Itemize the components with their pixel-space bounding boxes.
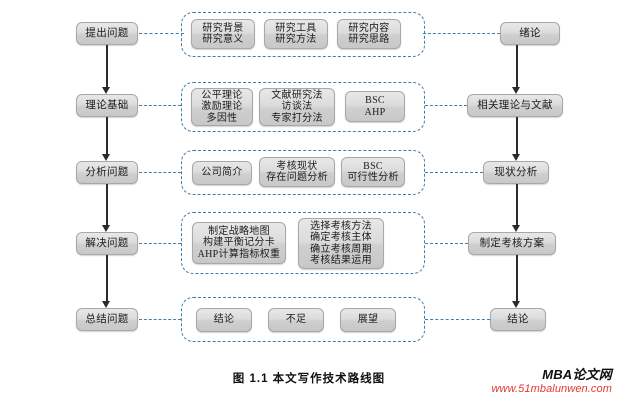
- dash-connector-left-2: [139, 105, 181, 106]
- dash-connector-right-1: [423, 33, 500, 34]
- dash-connector-left-1: [139, 33, 184, 34]
- left-stage-1: 提出问题: [76, 22, 138, 45]
- right-stage-4-label: 制定考核方案: [479, 237, 545, 249]
- group-1-item-3: 研究内容 研究思路: [337, 19, 401, 49]
- group-3-item-1: 公司简介: [192, 161, 252, 185]
- left-stage-2-label: 理论基础: [85, 99, 129, 111]
- group-1-item-1-line-1: 研究背景: [202, 22, 244, 34]
- group-1-item-1-line-2: 研究意义: [202, 34, 244, 45]
- left-stage-3: 分析问题: [76, 161, 138, 184]
- group-5-container: [181, 297, 425, 342]
- right-arrow-shaft-3: [516, 184, 518, 225]
- right-stage-3: 现状分析: [483, 161, 549, 184]
- left-arrow-head-2: [102, 154, 110, 161]
- dash-connector-right-5: [425, 319, 490, 320]
- left-stage-5-label: 总结问题: [85, 313, 129, 325]
- watermark: MBA论文网 www.51mbalunwen.com: [491, 367, 612, 396]
- watermark-title: MBA论文网: [542, 367, 612, 382]
- group-4-item-1-line-2: 构建平衡记分卡: [202, 237, 276, 249]
- group-3-item-3-line-1: BSC: [363, 160, 383, 172]
- group-4-item-2-line-4: 考核结果运用: [310, 254, 372, 266]
- group-1-item-2-line-1: 研究工具: [275, 22, 317, 34]
- group-2-item-1-line-3: 多因性: [206, 112, 238, 124]
- group-4-item-1: 制定战略地图 构建平衡记分卡 AHP计算指标权重: [192, 222, 286, 264]
- dash-connector-left-4: [139, 243, 181, 244]
- right-stage-2: 相关理论与文献: [467, 94, 563, 117]
- dash-connector-left-3: [139, 172, 181, 173]
- group-5-item-3: 展望: [340, 308, 396, 332]
- group-2-item-2-line-3: 专家打分法: [271, 112, 323, 124]
- right-arrow-shaft-1: [516, 45, 518, 87]
- group-4-container: [181, 212, 425, 274]
- group-2-item-3-line-2: AHP: [364, 106, 386, 118]
- group-3-item-2: 考核现状 存在问题分析: [259, 157, 335, 187]
- group-2-item-1-line-2: 激励理论: [201, 101, 243, 113]
- left-stage-2: 理论基础: [76, 94, 138, 117]
- left-stage-4-label: 解决问题: [85, 237, 129, 249]
- group-5-item-1: 结论: [196, 308, 252, 332]
- group-1-item-3-line-2: 研究思路: [348, 34, 390, 45]
- group-3-item-2-line-2: 存在问题分析: [266, 172, 328, 183]
- group-1-item-2: 研究工具 研究方法: [264, 19, 328, 49]
- group-4-item-1-line-3: AHP计算指标权重: [197, 248, 281, 260]
- group-5-item-1-line-1: 结论: [213, 314, 235, 326]
- watermark-url: www.51mbalunwen.com: [491, 382, 612, 395]
- right-arrow-head-3: [512, 225, 520, 232]
- group-2-container: [181, 82, 425, 132]
- group-3-container: [181, 150, 425, 195]
- right-stage-1-label: 绪论: [519, 27, 541, 39]
- left-arrow-head-1: [102, 87, 110, 94]
- group-5-item-2: 不足: [268, 308, 324, 332]
- left-arrow-shaft-3: [106, 184, 108, 225]
- group-1-item-2-line-2: 研究方法: [275, 34, 317, 45]
- group-5-item-2-line-1: 不足: [285, 314, 307, 326]
- right-stage-4: 制定考核方案: [468, 232, 556, 255]
- dash-connector-right-4: [425, 243, 468, 244]
- right-arrow-head-1: [512, 87, 520, 94]
- right-arrow-shaft-2: [516, 117, 518, 154]
- group-4-item-2-line-3: 确立考核周期: [310, 243, 372, 255]
- right-stage-5: 结论: [490, 308, 546, 331]
- left-stage-1-label: 提出问题: [85, 27, 129, 39]
- right-stage-1: 绪论: [500, 22, 560, 45]
- left-arrow-shaft-1: [106, 45, 108, 87]
- group-4-item-2-line-1: 选择考核方法: [310, 221, 372, 233]
- group-4-item-2: 选择考核方法 确定考核主体 确立考核周期 考核结果运用: [298, 218, 384, 269]
- group-2-item-2: 文献研究法 访谈法 专家打分法: [259, 88, 335, 126]
- left-arrow-shaft-4: [106, 255, 108, 301]
- left-stage-5: 总结问题: [76, 308, 138, 331]
- group-4-item-1-line-1: 制定战略地图: [208, 226, 270, 238]
- left-stage-4: 解决问题: [76, 232, 138, 255]
- dash-connector-right-3: [425, 172, 483, 173]
- left-arrow-head-3: [102, 225, 110, 232]
- group-2-item-1-line-1: 公平理论: [201, 90, 243, 102]
- group-2-item-2-line-2: 访谈法: [281, 101, 313, 113]
- left-arrow-shaft-2: [106, 117, 108, 154]
- group-5-item-3-line-1: 展望: [357, 314, 379, 326]
- group-1-container: [181, 12, 425, 57]
- group-3-item-3: BSC 可行性分析: [341, 157, 405, 187]
- right-arrow-head-4: [512, 301, 520, 308]
- dash-connector-right-2: [425, 105, 467, 106]
- group-2-item-3-line-1: BSC: [365, 95, 385, 107]
- left-stage-3-label: 分析问题: [85, 166, 129, 178]
- figure-caption: 图 1.1 本文写作技术路线图: [232, 373, 386, 385]
- left-arrow-head-4: [102, 301, 110, 308]
- right-stage-5-label: 结论: [507, 313, 529, 325]
- right-arrow-shaft-4: [516, 255, 518, 301]
- group-4-item-2-line-2: 确定考核主体: [310, 232, 372, 244]
- right-stage-2-label: 相关理论与文献: [477, 99, 553, 111]
- group-2-item-2-line-1: 文献研究法: [271, 90, 323, 102]
- group-3-item-1-line-1: 公司简介: [201, 167, 243, 179]
- right-arrow-head-2: [512, 154, 520, 161]
- group-3-item-3-line-2: 可行性分析: [347, 172, 399, 183]
- group-1-item-1: 研究背景 研究意义: [191, 19, 255, 49]
- dash-connector-left-5: [139, 319, 181, 320]
- group-3-item-2-line-1: 考核现状: [276, 160, 318, 172]
- group-2-item-1: 公平理论 激励理论 多因性: [191, 88, 253, 126]
- group-2-item-3: BSC AHP: [345, 91, 405, 122]
- right-stage-3-label: 现状分析: [494, 166, 538, 178]
- group-1-item-3-line-1: 研究内容: [348, 22, 390, 34]
